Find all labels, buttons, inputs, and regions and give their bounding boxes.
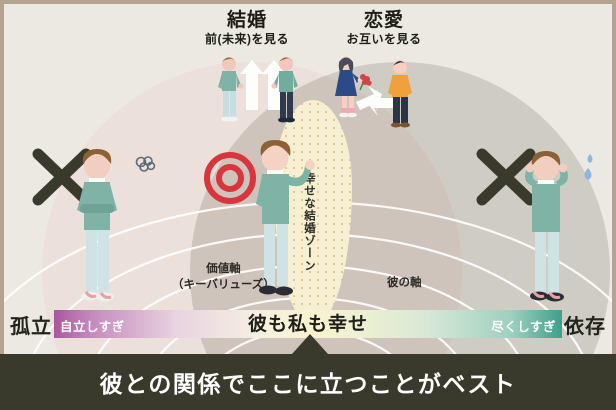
axis-label-too-devoted: 尽くしすぎ [491, 320, 556, 334]
bottom-banner: 彼との関係でここに立つことがベスト [0, 354, 616, 410]
heading-love: 恋愛 お互いを見る [324, 10, 444, 47]
heading-marriage-title: 結婚 [226, 10, 267, 31]
annotation-value-axis-line2: （キーバリューズ） [172, 278, 275, 291]
annotation-value-axis: 価値軸 （キーバリューズ） [172, 262, 275, 293]
heading-marriage: 結婚 前(未来)を見る [182, 10, 312, 47]
annotation-value-axis-line1: 価値軸 [206, 263, 241, 275]
axis-label-mutual-happiness: 彼も私も幸せ [247, 314, 368, 335]
annotation-his-axis: 彼の軸 [387, 276, 422, 292]
spectrum-bar [54, 310, 562, 338]
axis-label-dependence: 依存 [564, 316, 606, 338]
heading-love-title: 恋愛 [363, 10, 404, 31]
axis-label-isolation: 孤立 [10, 316, 52, 338]
axis-label-too-independent: 自立しすぎ [60, 320, 125, 334]
heading-love-subtitle: お互いを見る [346, 31, 422, 46]
bottom-banner-text: 彼との関係でここに立つことがベスト [99, 371, 517, 397]
annotation-his-axis-line1: 彼の軸 [387, 277, 422, 289]
heading-marriage-subtitle: 前(未来)を見る [205, 31, 289, 46]
happy-marriage-zone-label: 幸せな結婚ゾーン [303, 172, 315, 272]
diagram-canvas: 幸せな結婚ゾーン 結婚 前(未来)を見る 恋愛 お互いを見る [4, 4, 612, 406]
